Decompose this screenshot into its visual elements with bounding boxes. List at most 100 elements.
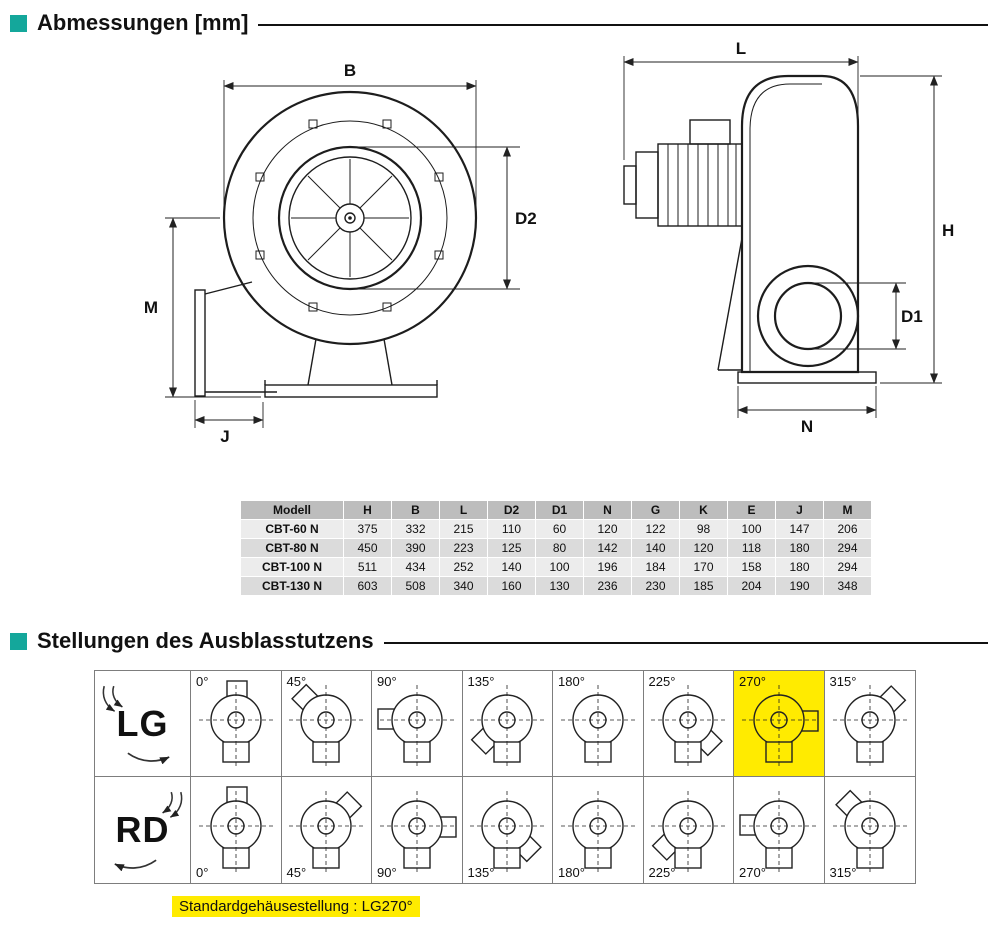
- angle-label: 90°: [377, 865, 397, 880]
- technical-drawings: B D2 M J: [135, 40, 990, 450]
- lg-row-label: LG: [95, 671, 191, 777]
- angle-label: 135°: [467, 865, 495, 880]
- value-cell: 204: [727, 576, 776, 596]
- dim-label-h: H: [942, 221, 954, 240]
- dim-label-j: J: [220, 427, 229, 446]
- position-cell-rd-315: 315°: [825, 777, 916, 883]
- angle-label: 270°: [739, 674, 766, 689]
- value-cell: 120: [679, 538, 728, 558]
- value-cell: 122: [631, 519, 680, 539]
- model-cell: CBT-130 N: [240, 576, 344, 596]
- standard-position-note: Standardgehäusestellung : LG270°: [172, 896, 420, 917]
- value-cell: 390: [391, 538, 440, 558]
- rd-swoosh-arrow-icon: [114, 859, 157, 872]
- rd-arrows-icon: [162, 791, 183, 818]
- value-cell: 140: [487, 557, 536, 577]
- value-cell: 375: [343, 519, 392, 539]
- table-row: CBT-130 N 603 508 340 160 130 236 230 18…: [240, 576, 872, 596]
- value-cell: 147: [775, 519, 824, 539]
- dim-label-d2: D2: [515, 209, 537, 228]
- position-cell-lg-0: 0°: [191, 671, 282, 777]
- dim-label-b: B: [344, 61, 356, 80]
- column-header: D2: [487, 500, 536, 520]
- value-cell: 158: [727, 557, 776, 577]
- header-rule: [383, 642, 988, 644]
- lg-swoosh-arrow-icon: [127, 752, 170, 765]
- value-cell: 348: [823, 576, 872, 596]
- table-header-row: Modell H B L D2 D1 N G K E J M: [240, 500, 872, 520]
- side-view-drawing: L H D1 N: [623, 40, 954, 436]
- position-cell-rd-225: 225°: [644, 777, 734, 883]
- fan-glyph: [832, 684, 907, 766]
- fan-glyph: [470, 684, 545, 766]
- fan-glyph: [289, 683, 364, 766]
- value-cell: 110: [487, 519, 536, 539]
- value-cell: 508: [391, 576, 440, 596]
- value-cell: 450: [343, 538, 392, 558]
- value-cell: 332: [391, 519, 440, 539]
- fan-glyph: [470, 791, 545, 872]
- angle-label: 135°: [467, 674, 495, 689]
- model-cell: CBT-100 N: [240, 557, 344, 577]
- position-cell-lg-225: 225°: [643, 671, 734, 777]
- fan-glyph: [198, 679, 273, 766]
- angle-label: 45°: [286, 674, 307, 689]
- dim-label-d1: D1: [901, 307, 923, 326]
- front-view-drawing: B D2 M J: [144, 61, 537, 446]
- position-cell-rd-90: 90°: [372, 777, 463, 883]
- position-cell-lg-270-highlighted: 270°: [734, 671, 825, 777]
- value-cell: 160: [487, 576, 536, 596]
- value-cell: 170: [679, 557, 728, 577]
- lg-label: LG: [116, 702, 169, 744]
- value-cell: 511: [343, 557, 392, 577]
- column-header: D1: [535, 500, 584, 520]
- value-cell: 223: [439, 538, 488, 558]
- value-cell: 603: [343, 576, 392, 596]
- rd-label: RD: [115, 809, 170, 850]
- model-cell: CBT-80 N: [240, 538, 344, 558]
- column-header: B: [391, 500, 440, 520]
- angle-label: 90°: [377, 674, 397, 689]
- column-header: Modell: [240, 500, 344, 520]
- value-cell: 142: [583, 538, 632, 558]
- model-cell: CBT-60 N: [240, 519, 344, 539]
- value-cell: 340: [439, 576, 488, 596]
- fan-glyph: [832, 789, 907, 872]
- fan-glyph: [377, 684, 454, 766]
- fan-glyph: [560, 684, 635, 766]
- dim-label-m: M: [144, 298, 158, 317]
- value-cell: 190: [775, 576, 824, 596]
- positions-grid: LG 0° 45° 90° 135° 180° 225°: [94, 670, 916, 884]
- header-rule: [258, 24, 988, 26]
- value-cell: 98: [679, 519, 728, 539]
- section-bullet-icon: [10, 14, 27, 32]
- fan-glyph: [741, 684, 819, 766]
- angle-label: 45°: [286, 865, 307, 880]
- fan-glyph: [651, 791, 726, 872]
- value-cell: 252: [439, 557, 488, 577]
- column-header: H: [343, 500, 392, 520]
- fan-glyph: [739, 791, 816, 872]
- column-header: M: [823, 500, 872, 520]
- angle-label: 225°: [648, 674, 676, 689]
- position-cell-lg-45: 45°: [281, 671, 372, 777]
- column-header: L: [439, 500, 488, 520]
- value-cell: 118: [727, 538, 776, 558]
- angle-label: 315°: [829, 674, 857, 689]
- table-row: CBT-100 N 511 434 252 140 100 196 184 17…: [240, 557, 872, 577]
- fan-glyph: [651, 684, 726, 766]
- section-title: Abmessungen [mm]: [37, 10, 249, 35]
- table-row: CBT-80 N 450 390 223 125 80 142 140 120 …: [240, 538, 872, 558]
- value-cell: 125: [487, 538, 536, 558]
- value-cell: 206: [823, 519, 872, 539]
- value-cell: 140: [631, 538, 680, 558]
- section-header-dimensions: Abmessungen [mm]: [0, 0, 1000, 36]
- dimensions-table: Modell H B L D2 D1 N G K E J M CBT-60 N …: [240, 500, 872, 596]
- value-cell: 294: [823, 538, 872, 558]
- position-cell-lg-315: 315°: [824, 671, 915, 777]
- lg-arrows-icon: [102, 685, 123, 712]
- column-header: J: [775, 500, 824, 520]
- angle-label: 0°: [196, 865, 209, 880]
- column-header: K: [679, 500, 728, 520]
- table-row: CBT-60 N 375 332 215 110 60 120 122 98 1…: [240, 519, 872, 539]
